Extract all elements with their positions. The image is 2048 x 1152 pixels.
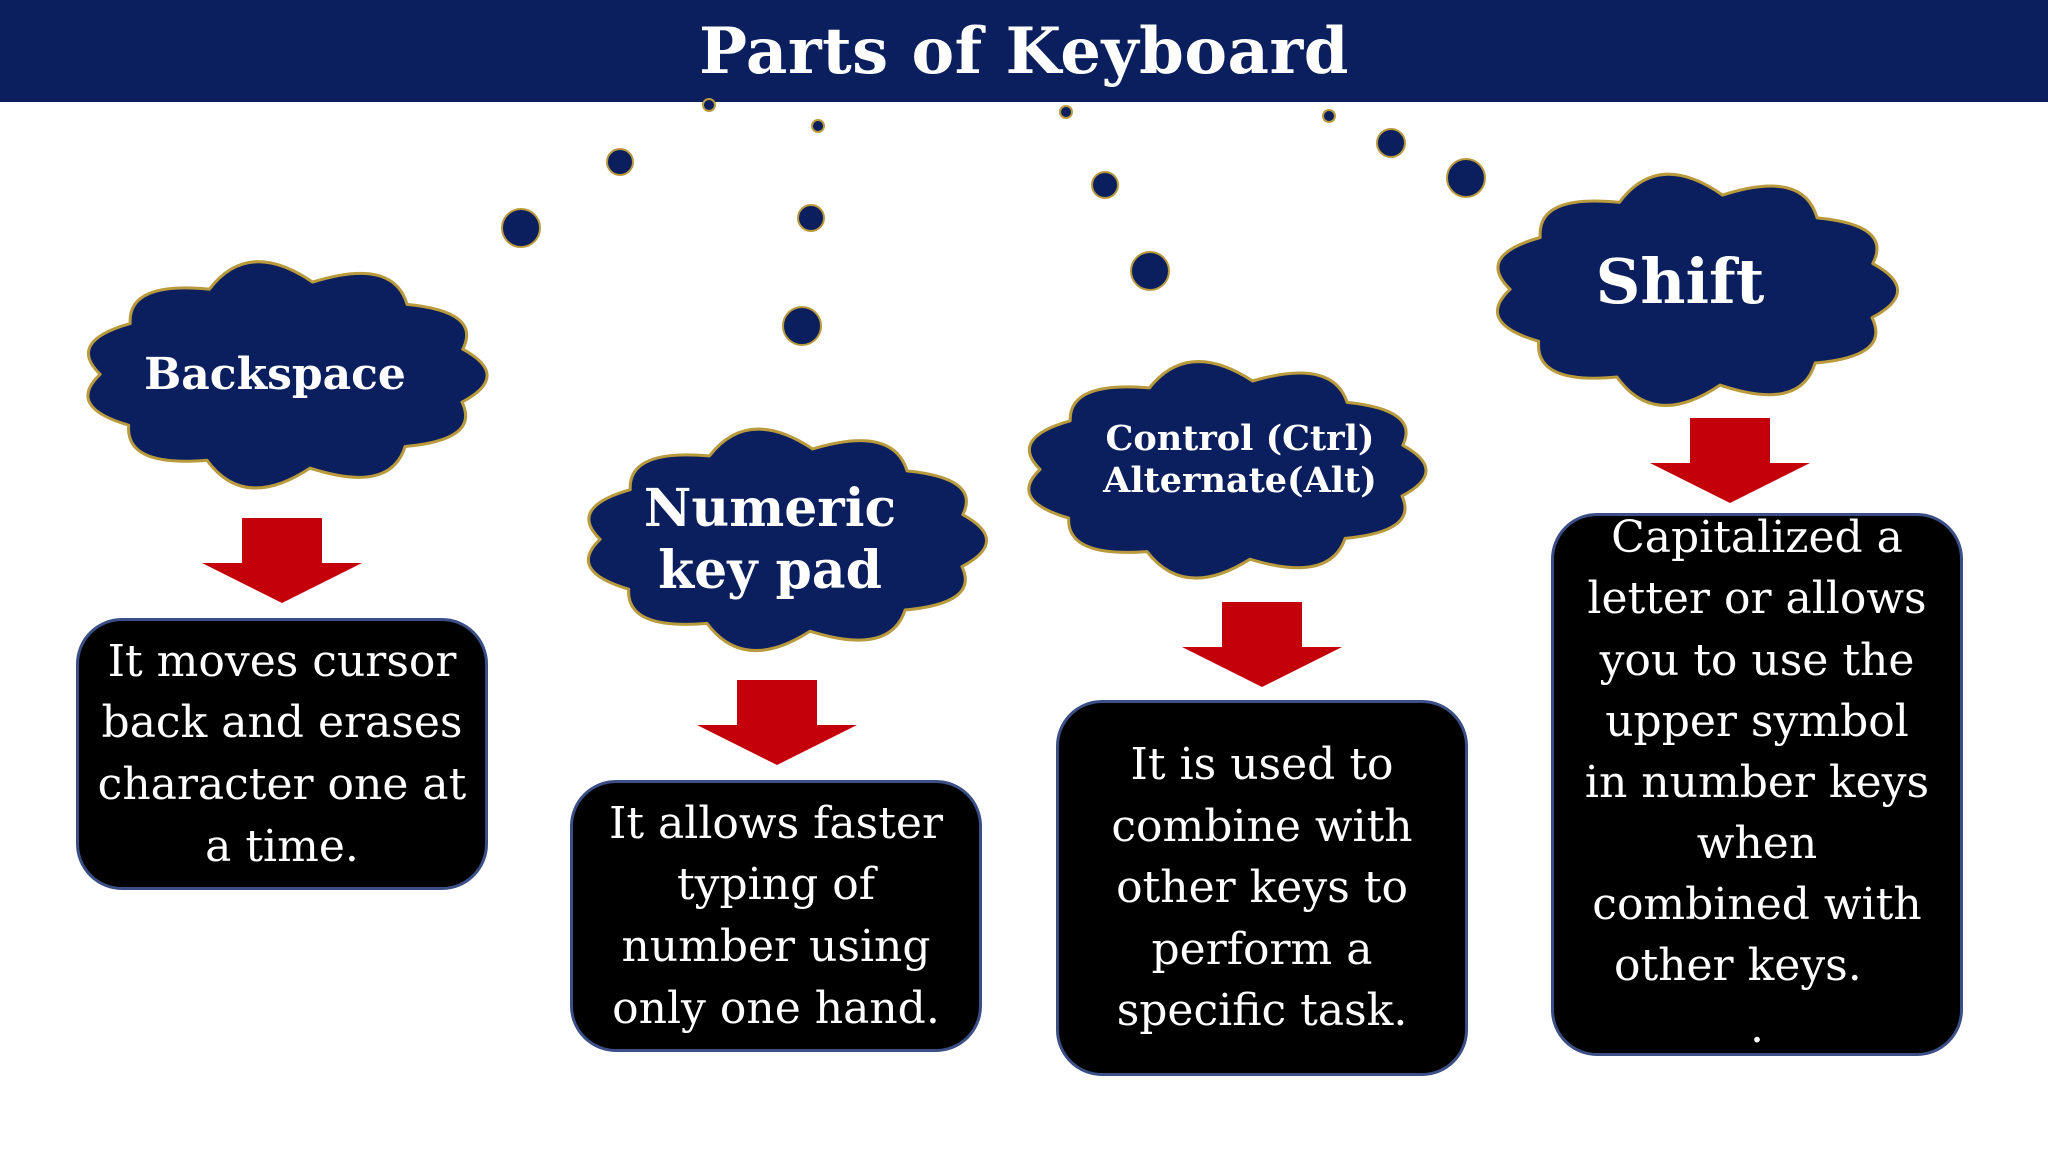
description-line: other keys to	[1116, 862, 1408, 914]
description-line: It moves cursor	[107, 635, 457, 687]
description-line: you to use the	[1599, 634, 1915, 686]
thought-bubbles	[501, 98, 1486, 346]
thought-bubble-dot	[1130, 251, 1170, 291]
cloud-text-line: key pad	[658, 540, 882, 601]
description-line: only one hand.	[612, 982, 940, 1034]
description-line: It allows faster	[609, 797, 943, 849]
page-title: Parts of Keyboard	[699, 13, 1349, 89]
thought-bubble-dot	[501, 208, 541, 248]
description-line: other keys.	[1614, 940, 1862, 992]
cloud-shape-control-alt	[1027, 360, 1428, 580]
description-line: It is used to	[1130, 739, 1394, 791]
cloud-label-numeric: Numeric key pad	[600, 460, 940, 620]
cloud-text-line: Alternate(Alt)	[1103, 460, 1377, 501]
thought-bubble-dot	[702, 98, 716, 112]
cloud-text-line: Numeric	[643, 477, 897, 539]
cloud-shape-backspace	[86, 260, 489, 490]
description-line: number using	[621, 921, 931, 972]
description-line: perform a	[1151, 923, 1373, 975]
description-line: combine with	[1111, 800, 1413, 852]
thought-bubble-dot	[1322, 109, 1336, 123]
cloud-text-line: Backspace	[144, 348, 406, 400]
thought-bubble-dot	[606, 148, 634, 176]
arrows	[202, 418, 1810, 765]
description-box-numeric: It allows faster typing of number using …	[570, 780, 982, 1052]
down-arrow-icon-control-alt	[1182, 602, 1342, 687]
cloud-label-control-alt: Control (Ctrl) Alternate(Alt)	[1080, 405, 1400, 515]
thought-bubble-dot	[797, 204, 825, 232]
cloud-shape-shift	[1496, 172, 1900, 407]
down-arrow-icon-shift	[1650, 418, 1810, 503]
description-box-control-alt: It is used to combine with other keys to…	[1056, 700, 1468, 1076]
description-line: combined with	[1592, 879, 1922, 931]
thought-bubble-dot	[1446, 158, 1486, 198]
cloud-text-line: Shift	[1595, 245, 1765, 319]
thought-bubble-dot	[811, 119, 825, 133]
cloud-label-backspace: Backspace	[100, 330, 450, 420]
description-line: a time.	[205, 820, 359, 872]
description-line: .	[1750, 1001, 1764, 1053]
description-line: Capitalized a	[1611, 512, 1903, 564]
description-line: specific task.	[1116, 985, 1408, 1037]
description-line: upper symbol	[1605, 695, 1909, 747]
thought-bubble-dot	[782, 306, 822, 346]
down-arrow-icon-numeric	[697, 680, 857, 765]
description-line: character one at	[97, 759, 467, 810]
description-box-backspace: It moves cursor back and erases characte…	[76, 618, 488, 890]
clouds	[86, 172, 1900, 652]
thought-bubble-dot	[1091, 171, 1119, 199]
thought-bubble-dot	[1059, 105, 1073, 119]
description-line: letter or allows	[1587, 573, 1927, 625]
cloud-shape-numeric	[587, 427, 989, 652]
description-line: in number keys	[1584, 756, 1930, 808]
cloud-text-line: Control (Ctrl)	[1105, 418, 1375, 459]
description-line: back and erases	[101, 697, 463, 749]
cloud-label-shift: Shift	[1540, 235, 1820, 330]
description-line: typing of	[676, 859, 876, 911]
description-line: when	[1696, 818, 1818, 870]
down-arrow-icon-backspace	[202, 518, 362, 603]
description-box-shift: Capitalized a letter or allows you to us…	[1551, 512, 1963, 1056]
thought-bubble-dot	[1376, 128, 1406, 158]
title-banner: Parts of Keyboard	[0, 0, 2048, 102]
